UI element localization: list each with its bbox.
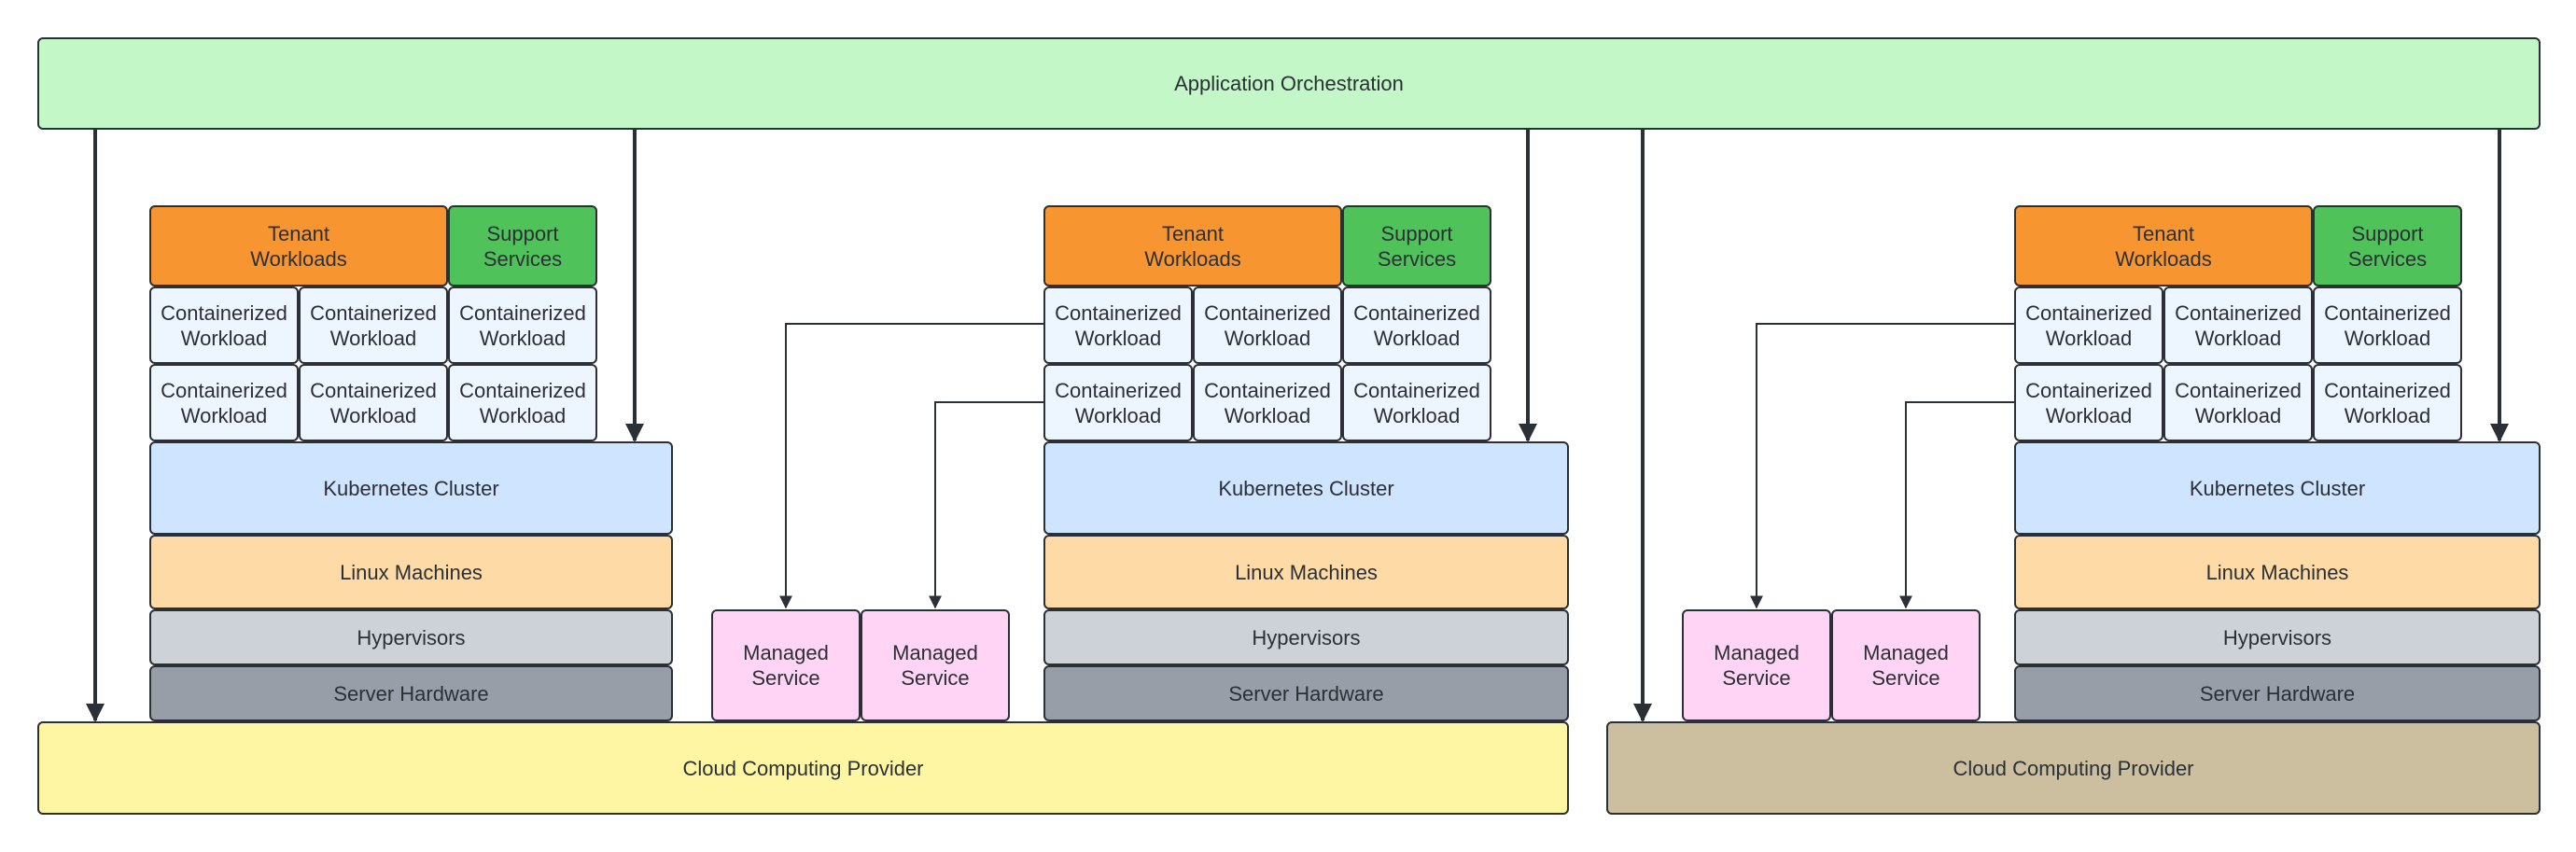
kubernetes-cluster-2: Kubernetes Cluster [1043, 441, 1569, 535]
containerized-workload-label: Containerized Workload [459, 378, 586, 427]
containerized-workload: Containerized Workload [1193, 364, 1342, 441]
workload-to-managed-service-3-connector [1750, 323, 2014, 609]
containerized-workload-label: Containerized Workload [459, 300, 586, 350]
hypervisors-2-label: Hypervisors [1252, 625, 1361, 649]
containerized-workload: Containerized Workload [448, 286, 597, 364]
cloud-provider-a: Cloud Computing Provider [37, 721, 1569, 815]
containerized-workload-label: Containerized Workload [1204, 300, 1331, 350]
hypervisors-1: Hypervisors [149, 609, 673, 665]
hypervisors-3-label: Hypervisors [2222, 625, 2332, 649]
workload-to-managed-service-4-connector [1899, 401, 2014, 609]
linux-machines-2-label: Linux Machines [1235, 560, 1378, 584]
server-hardware-2-label: Server Hardware [1228, 681, 1384, 705]
server-hardware-2: Server Hardware [1043, 665, 1569, 721]
application-orchestration-label: Application Orchestration [1174, 72, 1404, 95]
managed-service-label: Managed Service [1714, 641, 1799, 690]
kubernetes-cluster-3: Kubernetes Cluster [2014, 441, 2541, 535]
support-services-3-label: Support Services [2347, 221, 2428, 271]
workload-to-managed-service-1-connector [779, 323, 1043, 609]
containerized-workload: Containerized Workload [1342, 364, 1491, 441]
containerized-workload: Containerized Workload [1342, 286, 1491, 364]
containerized-workload-label: Containerized Workload [1353, 300, 1480, 350]
containerized-workload-label: Containerized Workload [310, 300, 437, 350]
hypervisors-3: Hypervisors [2014, 609, 2541, 665]
containerized-workload-label: Containerized Workload [161, 300, 287, 350]
kubernetes-cluster-1-label: Kubernetes Cluster [323, 476, 499, 500]
server-hardware-1-label: Server Hardware [333, 681, 489, 705]
tenant-workloads-2: Tenant Workloads [1043, 205, 1342, 286]
cloud-provider-a-label: Cloud Computing Provider [682, 756, 924, 780]
linux-machines-2: Linux Machines [1043, 535, 1569, 609]
containerized-workload: Containerized Workload [2014, 364, 2163, 441]
containerized-workload: Containerized Workload [149, 364, 299, 441]
containerized-workload: Containerized Workload [2014, 286, 2163, 364]
cloud-provider-b: Cloud Computing Provider [1606, 721, 2541, 815]
server-hardware-3-label: Server Hardware [2199, 681, 2356, 705]
containerized-workload-label: Containerized Workload [2324, 300, 2451, 350]
hypervisors-1-label: Hypervisors [357, 625, 466, 649]
containerized-workload: Containerized Workload [1043, 364, 1193, 441]
containerized-workload: Containerized Workload [2163, 286, 2313, 364]
containerized-workload-label: Containerized Workload [310, 378, 437, 427]
server-hardware-3: Server Hardware [2014, 665, 2541, 721]
linux-machines-3-label: Linux Machines [2205, 560, 2349, 584]
kubernetes-cluster-2-label: Kubernetes Cluster [1218, 476, 1394, 500]
managed-service: Managed Service [861, 609, 1010, 721]
support-services-3: Support Services [2313, 205, 2462, 286]
managed-service: Managed Service [711, 609, 861, 721]
tenant-workloads-3-label: Tenant Workloads [2115, 221, 2212, 271]
containerized-workload: Containerized Workload [448, 364, 597, 441]
support-services-2: Support Services [1342, 205, 1491, 286]
containerized-workload: Containerized Workload [2163, 364, 2313, 441]
managed-service: Managed Service [1831, 609, 1981, 721]
support-services-1: Support Services [448, 205, 597, 286]
managed-service-label: Managed Service [743, 641, 829, 690]
kubernetes-cluster-1: Kubernetes Cluster [149, 441, 673, 535]
containerized-workload-label: Containerized Workload [1353, 378, 1480, 427]
managed-service-label: Managed Service [892, 641, 978, 690]
containerized-workload: Containerized Workload [149, 286, 299, 364]
managed-service: Managed Service [1682, 609, 1831, 721]
containerized-workload-label: Containerized Workload [2025, 300, 2152, 350]
hypervisors-2: Hypervisors [1043, 609, 1569, 665]
application-orchestration: Application Orchestration [37, 37, 2541, 130]
containerized-workload-label: Containerized Workload [2175, 378, 2302, 427]
containerized-workload: Containerized Workload [1193, 286, 1342, 364]
linux-machines-3: Linux Machines [2014, 535, 2541, 609]
containerized-workload-label: Containerized Workload [2175, 300, 2302, 350]
containerized-workload-label: Containerized Workload [1204, 378, 1331, 427]
linux-machines-1: Linux Machines [149, 535, 673, 609]
containerized-workload-label: Containerized Workload [2324, 378, 2451, 427]
linux-machines-1-label: Linux Machines [340, 560, 483, 584]
tenant-workloads-1-label: Tenant Workloads [250, 221, 347, 271]
containerized-workload: Containerized Workload [1043, 286, 1193, 364]
containerized-workload-label: Containerized Workload [1055, 300, 1182, 350]
containerized-workload: Containerized Workload [299, 364, 448, 441]
server-hardware-1: Server Hardware [149, 665, 673, 721]
containerized-workload: Containerized Workload [299, 286, 448, 364]
cloud-provider-b-label: Cloud Computing Provider [1953, 756, 2194, 780]
containerized-workload-label: Containerized Workload [2025, 378, 2152, 427]
support-services-1-label: Support Services [483, 221, 563, 271]
kubernetes-cluster-3-label: Kubernetes Cluster [2189, 476, 2366, 500]
tenant-workloads-3: Tenant Workloads [2014, 205, 2313, 286]
tenant-workloads-2-label: Tenant Workloads [1144, 221, 1241, 271]
support-services-2-label: Support Services [1377, 221, 1457, 271]
containerized-workload: Containerized Workload [2313, 364, 2462, 441]
containerized-workload-label: Containerized Workload [161, 378, 287, 427]
containerized-workload: Containerized Workload [2313, 286, 2462, 364]
containerized-workload-label: Containerized Workload [1055, 378, 1182, 427]
managed-service-label: Managed Service [1863, 641, 1949, 690]
workload-to-managed-service-2-connector [929, 401, 1043, 609]
tenant-workloads-1: Tenant Workloads [149, 205, 448, 286]
